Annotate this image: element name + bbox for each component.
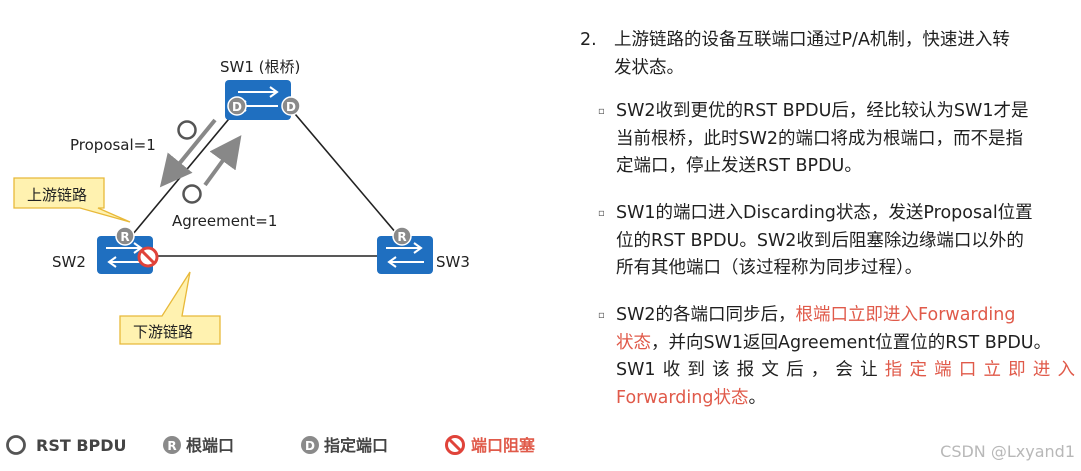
bullet-3: ▫ SW2的各端口同步后，根端口立即进入Forwarding 状态，并向SW1返… [580,302,1075,412]
bpdu-circle-agreement [182,184,202,204]
step-line: 发状态。 [614,57,684,78]
sw3-label: SW3 [436,253,470,271]
legend-blocked-port: 端口阻塞 [471,436,536,455]
svg-text:D: D [286,100,296,114]
root-port-icon: R [392,226,412,246]
svg-text:R: R [397,230,406,244]
upstream-callout: 上游链路 [13,177,131,223]
bullet-icon: ▫ [598,208,605,219]
bullet-2: ▫ SW1的端口进入Discarding状态，发送Proposal位置 位的RS… [580,200,1075,283]
svg-text:D: D [305,439,315,453]
legend-designated-port: 指定端口 [324,436,388,455]
step-2: 2. 上游链路的设备互联端口通过P/A机制，快速进入转 发状态。 [580,27,1075,82]
highlight-text: 根端口立即进入Forwarding [795,305,1016,325]
step-number: 2. [580,30,597,50]
switch-sw3: R [377,226,433,274]
designated-port-icon: D [227,96,247,116]
legend-bpdu: RST BPDU [36,436,127,455]
watermark: CSDN @Lxyand1 [940,442,1075,461]
link-sw1-sw3 [289,107,403,241]
root-port-icon: R [115,226,135,246]
bullet-line: 所有其他端口（该过程称为同步过程）。 [616,258,923,278]
bullet-line: 当前根桥，此时SW2的端口将成为根端口，而不是指 [616,128,1024,149]
bullet-icon: ▫ [598,106,605,117]
bullet-line: 状态，并向SW1返回Agreement位置位的RST BPDU。 [616,332,1052,353]
bullet-line: SW1收到该报文后，会让指定端口立即进入 [616,360,1076,380]
blocked-port-legend-icon [445,435,465,455]
bullet-line: SW2的各端口同步后，根端口立即进入Forwarding [616,305,1016,325]
bullet-line: Forwarding状态。 [616,387,766,408]
bullet-1: ▫ SW2收到更优的RST BPDU后，经比较认为SW1才是 当前根桥，此时SW… [580,98,1075,181]
svg-text:R: R [120,230,129,244]
downstream-label: 下游链路 [133,323,193,341]
svg-text:R: R [167,439,176,453]
downstream-callout: 下游链路 [119,271,221,345]
designated-port-icon: D [281,96,301,116]
bullet-icon: ▫ [598,310,605,321]
agreement-message [182,135,242,204]
svg-text:D: D [232,100,242,114]
switch-sw2: R [97,226,159,274]
bpdu-legend-icon [6,435,26,455]
proposal-label: Proposal=1 [70,136,156,154]
highlight-text: 指定端口立即进入 [884,360,1076,380]
legend: RST BPDU R 根端口 D 指定端口 端口阻塞 [6,435,536,455]
root-port-legend-icon [163,436,181,454]
bullet-line: SW1的端口进入Discarding状态，发送Proposal位置 [616,203,1033,223]
bpdu-circle-proposal [177,120,197,140]
bullet-line: SW2收到更优的RST BPDU后，经比较认为SW1才是 [616,101,1029,121]
highlight-text: Forwarding状态 [616,387,749,408]
step-line: 上游链路的设备互联端口通过P/A机制，快速进入转 [614,30,1010,50]
bullet-line: 位的RST BPDU。SW2收到后阻塞除边缘端口以外的 [616,230,1024,251]
proposal-message [159,118,217,188]
sw2-label: SW2 [52,253,86,271]
sw1-label: SW1 (根桥) [220,58,300,76]
upstream-label: 上游链路 [27,186,87,204]
stp-topology-diagram: Proposal=1 Agreement=1 D D SW1 (根桥) R [6,58,536,455]
designated-port-legend-icon [301,436,319,454]
bullet-line: 定端口，停止发送RST BPDU。 [616,156,862,176]
blocked-port-icon [137,246,159,268]
switch-sw1: D D [225,80,301,120]
agreement-label: Agreement=1 [172,212,277,230]
legend-root-port: 根端口 [186,436,234,455]
highlight-text: 状态 [616,332,651,353]
